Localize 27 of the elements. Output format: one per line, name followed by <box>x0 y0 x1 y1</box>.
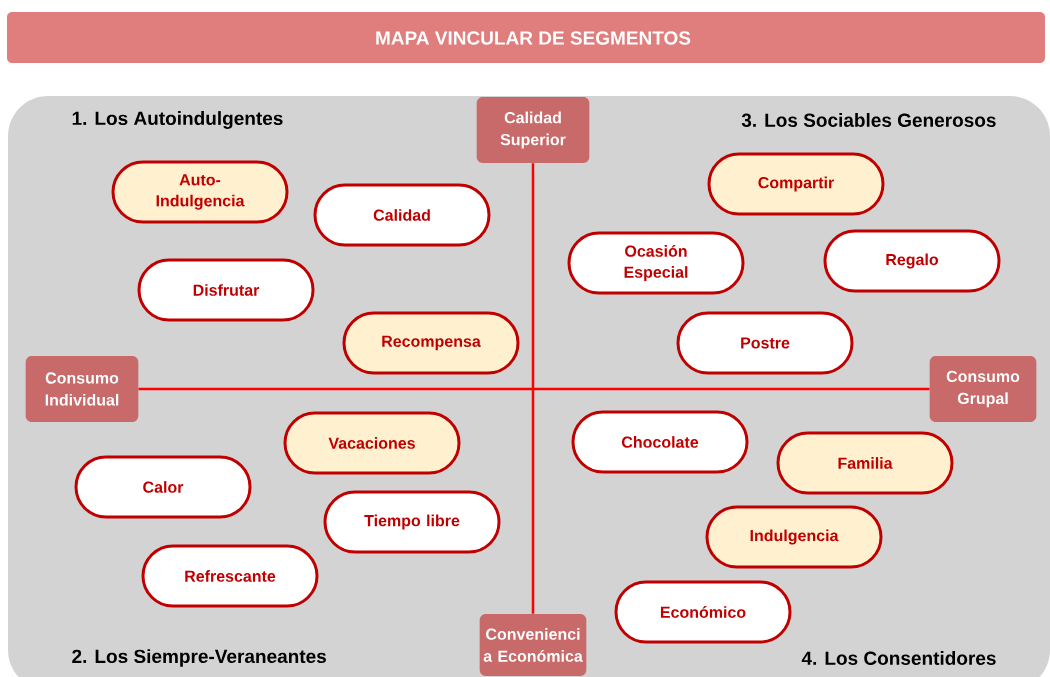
axis-label-box: Calidad Superior <box>476 97 590 163</box>
axis-label-box: Consumo Individual <box>25 356 139 422</box>
keyword-pill: Calor <box>74 455 252 519</box>
keyword-pill: Económico <box>614 580 792 644</box>
keyword-pill: Familia <box>776 431 954 495</box>
keyword-pill: Vacaciones <box>283 411 461 475</box>
keyword-pill: Tiempo libre <box>323 490 501 554</box>
quadrant-heading: 2. Los Siempre-Veraneantes <box>72 649 326 667</box>
keyword-pill: Compartir <box>707 152 885 216</box>
quadrant-heading: 1. Los Autoindulgentes <box>72 111 283 129</box>
keyword-pill: Recompensa <box>342 311 520 375</box>
keyword-pill: Disfrutar <box>137 258 315 322</box>
axis-line <box>531 163 535 614</box>
keyword-pill: Chocolate <box>571 410 749 474</box>
quadrant-heading: 3. Los Sociables Generosos <box>741 113 996 127</box>
keyword-pill: Indulgencia <box>705 505 883 569</box>
keyword-pill: Calidad <box>313 183 491 247</box>
axis-label-box: Consumo Grupal <box>929 356 1037 422</box>
keyword-pill: Ocasión Especial <box>567 231 745 295</box>
quadrant-heading: 4. Los Consentidores <box>801 651 996 665</box>
axis-line <box>138 387 930 391</box>
keyword-pill: Auto- Indulgencia <box>111 160 289 224</box>
keyword-pill: Postre <box>676 311 854 375</box>
title-banner: MAPA VINCULAR DE SEGMENTOS <box>7 12 1045 63</box>
axis-label-box: Convenienci a Económica <box>479 614 587 676</box>
keyword-pill: Refrescante <box>141 544 319 608</box>
keyword-pill: Regalo <box>823 229 1001 293</box>
